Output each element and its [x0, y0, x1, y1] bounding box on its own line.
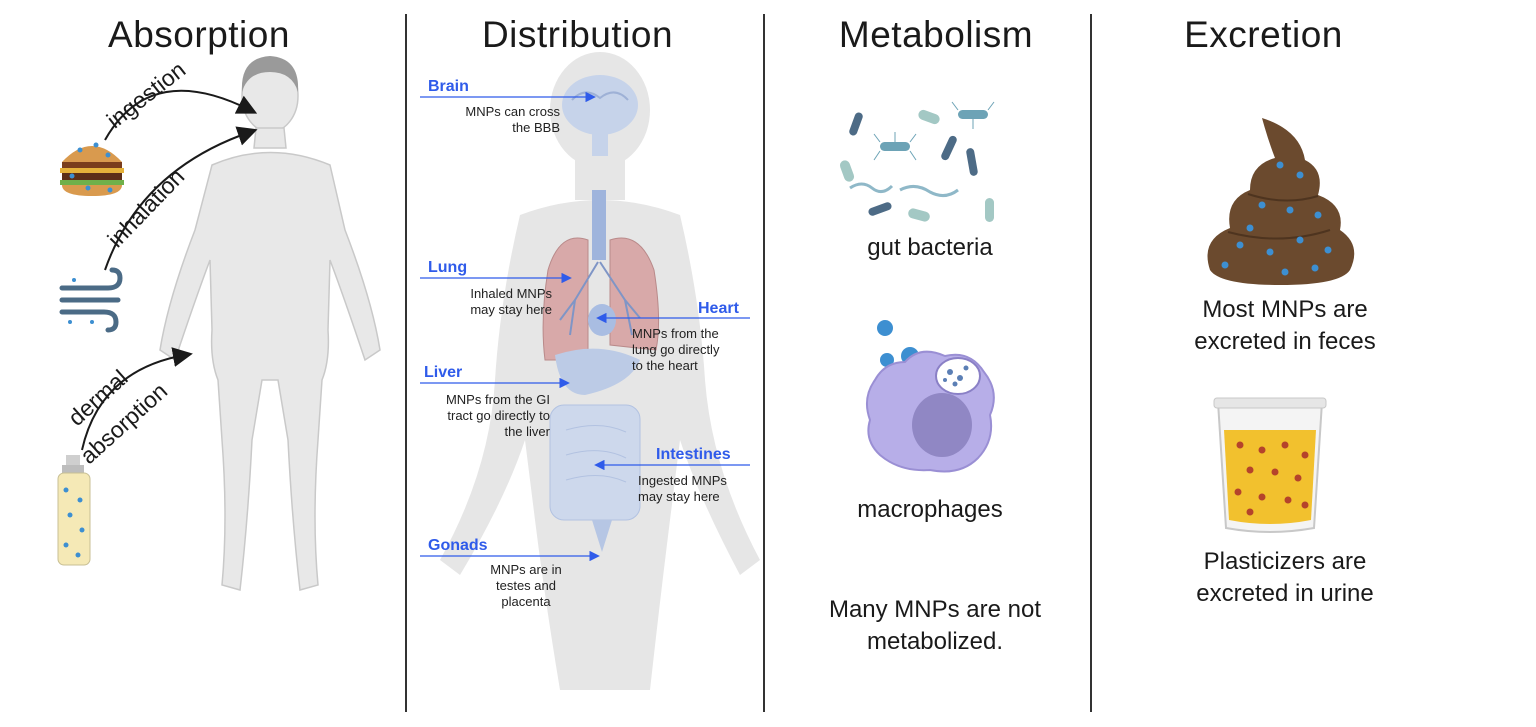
divider-1	[405, 14, 407, 712]
heading-absorption: Absorption	[108, 14, 290, 55]
bacteria-icon	[839, 101, 995, 222]
organ-intestines-label: Intestines	[656, 446, 731, 463]
human-hair	[241, 56, 299, 92]
brain-organ	[562, 75, 638, 156]
feces-icon	[1207, 118, 1355, 285]
not-metabolized-note: Many MNPs are not metabolized.	[828, 596, 1042, 655]
organ-lung-label: Lung	[428, 259, 468, 276]
urine-caption: Plasticizers are excreted in urine	[1196, 548, 1374, 607]
organ-gonads-text: MNPs are in testes and placenta	[490, 562, 562, 609]
dermal-arrow	[81, 347, 193, 451]
organ-intestines-text: Ingested MNPs may stay here	[638, 473, 727, 504]
trachea-organ	[592, 190, 606, 260]
gonads-organ	[592, 520, 612, 552]
human-body-figure	[159, 59, 381, 591]
spray-bottle-icon	[57, 455, 91, 566]
macrophages-caption: macrophages	[857, 496, 1003, 523]
inhalation-arrow	[104, 126, 258, 271]
macrophage-icon	[865, 320, 995, 473]
organ-heart-label: Heart	[698, 300, 739, 317]
feces-caption: Most MNPs are excreted in feces	[1194, 296, 1376, 355]
divider-3	[1090, 14, 1092, 712]
organ-liver-text: MNPs from the GI tract go directly to th…	[445, 392, 550, 439]
gut-bacteria-caption: gut bacteria	[867, 234, 993, 261]
organ-lung-text: Inhaled MNPs may stay here	[470, 286, 552, 317]
lungs-organ	[542, 237, 660, 361]
wind-icon	[59, 267, 123, 333]
organ-heart-text: MNPs from the lung go directly to the he…	[632, 326, 720, 373]
liver-organ	[555, 348, 640, 395]
heading-metabolism: Metabolism	[838, 14, 1034, 55]
heading-distribution: Distribution	[481, 14, 674, 55]
organ-brain-label: Brain	[428, 78, 469, 95]
heading-excretion: Excretion	[1184, 14, 1343, 55]
urine-cup-icon	[1213, 397, 1327, 533]
organ-brain-text: MNPs can cross the BBB	[465, 104, 560, 135]
ingestion-arrow	[104, 89, 258, 141]
burger-icon	[60, 142, 124, 196]
organ-gonads-label: Gonads	[428, 537, 488, 554]
organ-liver-label: Liver	[424, 364, 463, 381]
divider-2	[763, 14, 765, 712]
